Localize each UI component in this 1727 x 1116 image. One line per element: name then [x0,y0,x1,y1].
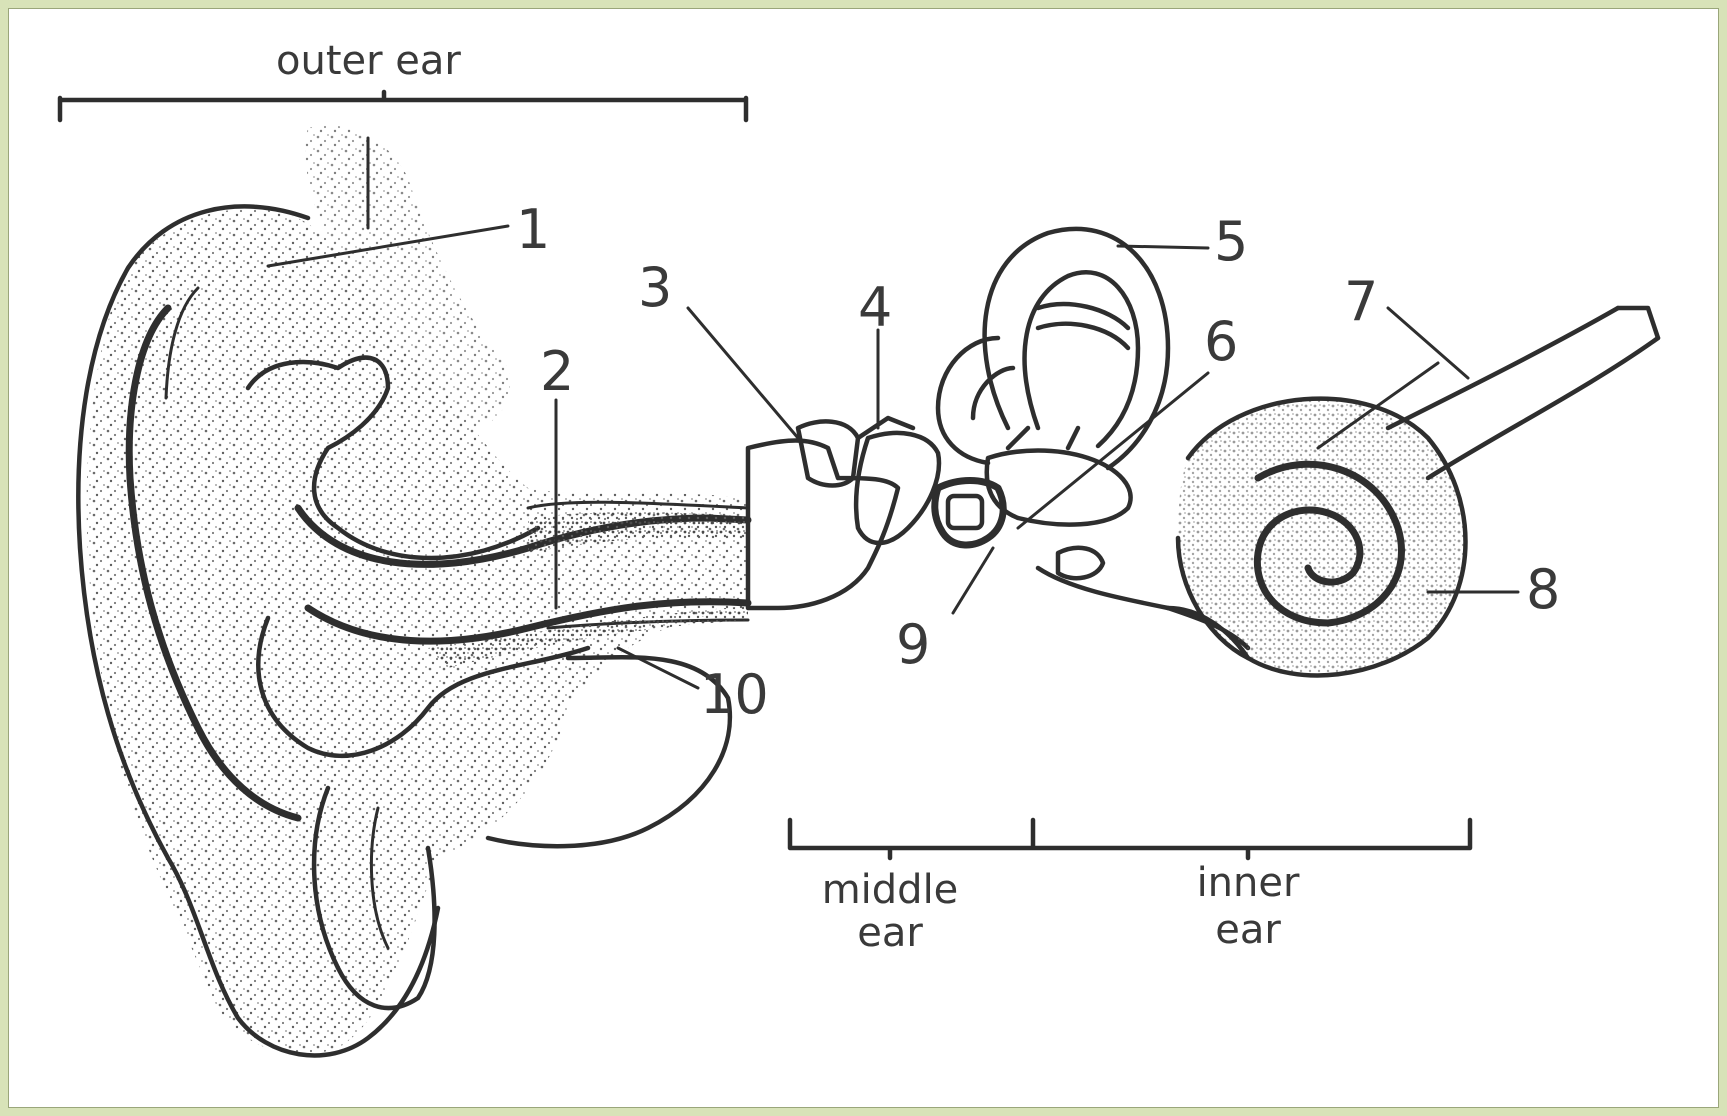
label-9: 9 [896,613,930,676]
label-2: 2 [540,340,574,403]
label-6: 6 [1204,310,1238,373]
label-3: 3 [638,256,672,319]
vestibule [987,451,1131,525]
label-1: 1 [516,198,550,261]
outer-ear-bracket [60,92,746,120]
inner-ear-label-line1: inner [1197,860,1300,906]
leader-3 [688,308,798,438]
middle-ear-label-line2: ear [857,910,923,956]
leader-5 [1118,246,1208,248]
cochlea [1168,399,1466,676]
diagram-canvas: 1 2 3 4 5 6 7 8 9 10 outer ear middle ea… [8,8,1719,1108]
tympanic-membrane [748,441,898,609]
middle-ear-label-line1: middle [822,867,959,913]
label-5: 5 [1214,210,1248,273]
middle-inner-bracket [790,820,1470,858]
stapes [935,481,1003,545]
label-7: 7 [1344,270,1378,333]
label-8: 8 [1526,558,1560,621]
label-4: 4 [858,276,892,339]
outer-ear-label: outer ear [276,38,461,84]
leader-9 [953,548,993,613]
middle-ear-structures [748,418,1003,608]
leader-10 [618,648,698,688]
label-10: 10 [700,663,769,726]
ear-diagram: 1 2 3 4 5 6 7 8 9 10 outer ear middle ea… [8,8,1719,1108]
oval-window [948,496,982,528]
inner-ear-label-line2: ear [1215,907,1281,953]
